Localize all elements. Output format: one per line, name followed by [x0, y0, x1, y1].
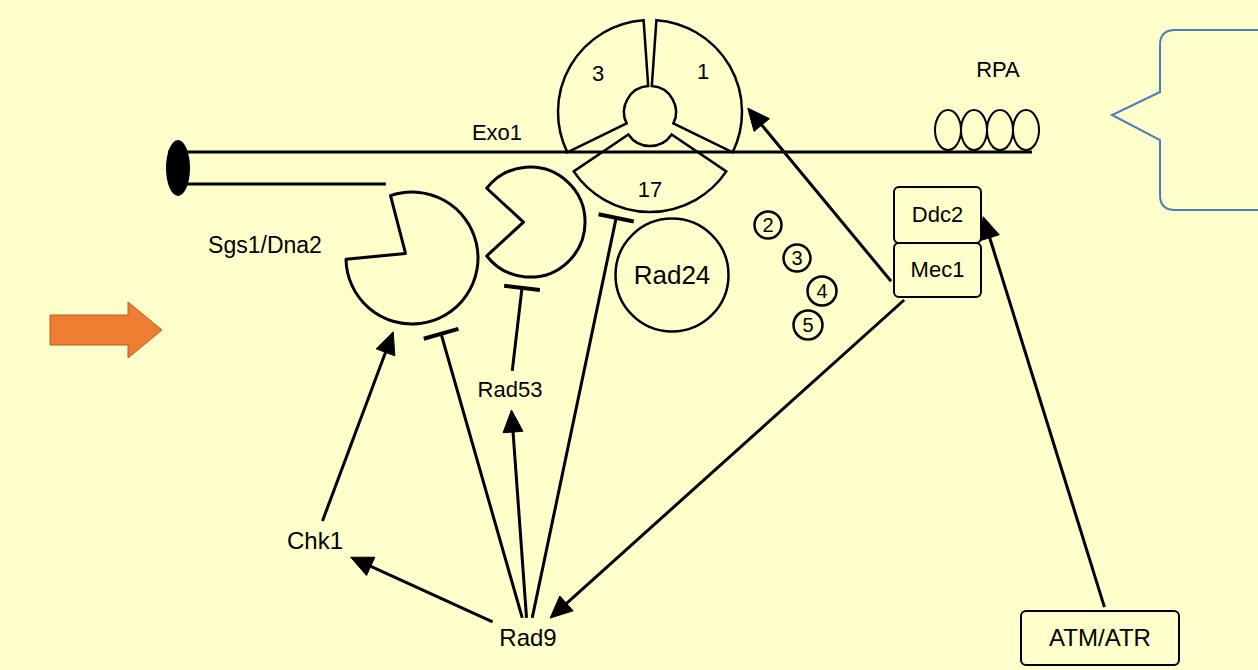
protein-label: Rad53: [474, 374, 547, 406]
clamp-subunit-label: 1: [665, 20, 755, 105]
kinase-box: ATM/ATR: [1020, 610, 1180, 666]
connector-line: [566, 300, 904, 604]
node-label: 3: [791, 247, 802, 269]
node-label: Mec1: [911, 258, 965, 282]
node-label: 2: [762, 214, 773, 236]
subunit-circle: 4: [806, 275, 838, 307]
connector-line: [370, 566, 493, 622]
arrow-head: [550, 596, 573, 618]
protein-box: Mec1: [893, 242, 982, 298]
clamp-wedge: [558, 20, 648, 152]
nuclease-shape: Exo1: [468, 117, 590, 282]
node-label: Sgs1/Dna2: [208, 233, 322, 258]
connector: [748, 108, 891, 281]
protein-label: Rad9: [495, 621, 560, 655]
node-label: Chk1: [287, 528, 343, 554]
protein-box: Ddc2: [893, 186, 982, 244]
inhibition-bar: [599, 214, 634, 221]
rpa-oval: [987, 110, 1013, 150]
rpa-oval: [1013, 110, 1039, 150]
circle-outline: [794, 311, 823, 340]
circle-outline: [755, 212, 782, 239]
connector: [424, 329, 522, 618]
connector-line: [512, 288, 522, 371]
circle-outline: [808, 277, 837, 306]
arrow-head: [748, 108, 770, 131]
clamp-wedge: [652, 20, 742, 152]
pointer-arrow: [50, 302, 162, 358]
circle-outline: [616, 219, 729, 332]
node-label: Rad53: [478, 378, 543, 402]
nuclease-shape: Sgs1/Dna2: [190, 186, 480, 328]
rpa-complex: RPA: [928, 50, 1048, 150]
subunit-circle: 5: [792, 309, 824, 341]
node-label: ATM/ATR: [1049, 625, 1151, 651]
arrow-head: [376, 332, 395, 356]
node-label: 5: [802, 314, 813, 336]
connector: [980, 217, 1104, 607]
arrow-head: [503, 410, 523, 433]
node-label: 17: [638, 178, 662, 202]
callout-bubble: [1112, 30, 1258, 210]
node-label: 4: [816, 280, 827, 302]
node-label: Exo1: [472, 121, 522, 145]
node-label: Rad9: [499, 625, 556, 651]
connector: [550, 300, 904, 618]
connector: [351, 557, 493, 622]
clamp-wedge: [574, 135, 727, 212]
protein-circle: Rad24: [614, 217, 730, 333]
dna-bottom-strand: [170, 183, 386, 186]
arrow-head: [980, 217, 999, 241]
clamp-subunit-label: 17: [585, 168, 715, 212]
connector-line: [322, 351, 385, 521]
connector-line: [989, 237, 1104, 607]
subunit-circle: 2: [753, 210, 783, 240]
dna-end-cap: [166, 140, 190, 196]
arrow-head: [351, 557, 375, 575]
pacman-outline: [346, 192, 478, 324]
subunit-circle: 3: [782, 243, 812, 273]
connector: [322, 332, 394, 521]
node-label: Ddc2: [912, 202, 963, 226]
connector-line: [532, 218, 616, 618]
node-label: Rad24: [634, 261, 711, 290]
clamp-subunit-label: 3: [565, 42, 625, 94]
circle-outline: [784, 245, 811, 272]
protein-label: Chk1: [283, 524, 347, 558]
node-label: 3: [592, 62, 604, 86]
inhibition-bar: [424, 329, 459, 339]
node-label: RPA: [976, 58, 1020, 82]
connector-line: [761, 124, 891, 281]
inhibition-bar: [504, 286, 540, 290]
connector: [503, 410, 526, 618]
pacman-outline: [487, 167, 585, 277]
rpa-oval: [961, 110, 987, 150]
node-label: 1: [697, 60, 709, 84]
connector-line: [513, 431, 527, 618]
connector-line: [441, 334, 522, 618]
connector: [504, 286, 540, 371]
rpa-oval: [935, 110, 961, 150]
